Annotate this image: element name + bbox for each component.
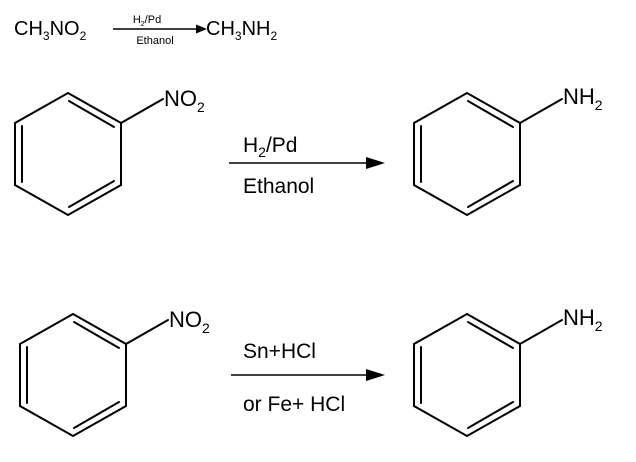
reaction-2: NO2 H2/Pd Ethanol NH2 [14, 84, 603, 217]
inner-double-bond [467, 401, 514, 429]
amino-group-label: NH2 [563, 84, 603, 113]
reactant-sub-3: 3 [43, 29, 50, 43]
benzene-ring [413, 312, 521, 438]
reaction-2-arrow-head [366, 157, 385, 169]
reactant-ch: CH [14, 18, 43, 40]
aniline-structure-2: NH2 [413, 305, 603, 438]
benzene-ring [14, 91, 122, 217]
benzene-ring [19, 312, 127, 438]
reaction-1-product-formula: CH3NH2 [206, 18, 277, 43]
reaction-3-reagent-above: Sn+HCl [243, 340, 316, 363]
aniline-structure-1: NH2 [413, 84, 603, 217]
reactant-sub-2: 2 [80, 29, 87, 43]
substituent-bond [125, 319, 169, 345]
amino-sub-2: 2 [595, 318, 603, 334]
reagent-pd: /Pd [266, 134, 298, 157]
reaction-2-reagent-above: H2/Pd [243, 134, 298, 160]
reaction-3-reagent-below: or Fe+ HCl [243, 393, 345, 416]
benzene-ring [413, 91, 521, 217]
inner-double-bond [68, 180, 115, 208]
reaction-1-solvent-below: Ethanol [136, 35, 173, 47]
amino-sub-2: 2 [595, 97, 603, 113]
nitro-sub-2: 2 [202, 320, 210, 336]
inner-double-bond [68, 100, 115, 128]
reaction-1: CH3NO2 H2/Pd Ethanol CH3NH2 [14, 14, 277, 47]
reaction-1-arrow-head [196, 24, 207, 34]
amino-group-label: NH2 [563, 305, 603, 334]
substituent-bond [519, 98, 563, 124]
inner-double-bond [467, 321, 514, 349]
reaction-1-reagent-above: H2/Pd [133, 14, 161, 28]
inner-double-bond [73, 321, 120, 349]
reactant-no: NO [50, 18, 80, 40]
reaction-2-solvent-below: Ethanol [243, 175, 314, 198]
inner-double-bond [467, 100, 514, 128]
product-ch: CH [206, 18, 235, 40]
reagent-h: H [133, 14, 141, 26]
product-sub-3: 3 [235, 29, 242, 43]
reaction-3-arrow-head [366, 369, 385, 381]
substituent-bond [519, 319, 563, 345]
nitro-no: NO [164, 86, 197, 111]
nitro-sub-2: 2 [197, 99, 205, 115]
nitrobenzene-structure-1: NO2 [14, 86, 205, 217]
reagent-sub: 2 [141, 21, 145, 28]
nitro-group-label: NO2 [164, 86, 205, 115]
inner-double-bond [467, 180, 514, 208]
reaction-3: NO2 Sn+HCl or Fe+ HCl NH2 [19, 305, 603, 438]
nitrobenzene-structure-2: NO2 [19, 307, 210, 438]
reagent-pd: /Pd [145, 14, 162, 26]
nitro-group-label: NO2 [169, 307, 210, 336]
substituent-bond [120, 98, 164, 124]
product-sub-2: 2 [270, 29, 277, 43]
reaction-1-reactant-formula: CH3NO2 [14, 18, 87, 43]
reagent-sub: 2 [258, 144, 266, 160]
reagent-h: H [243, 134, 258, 157]
nitro-no: NO [169, 307, 202, 332]
product-nh: NH [242, 18, 271, 40]
inner-double-bond [73, 401, 120, 429]
amino-nh: NH [563, 84, 595, 109]
amino-nh: NH [563, 305, 595, 330]
